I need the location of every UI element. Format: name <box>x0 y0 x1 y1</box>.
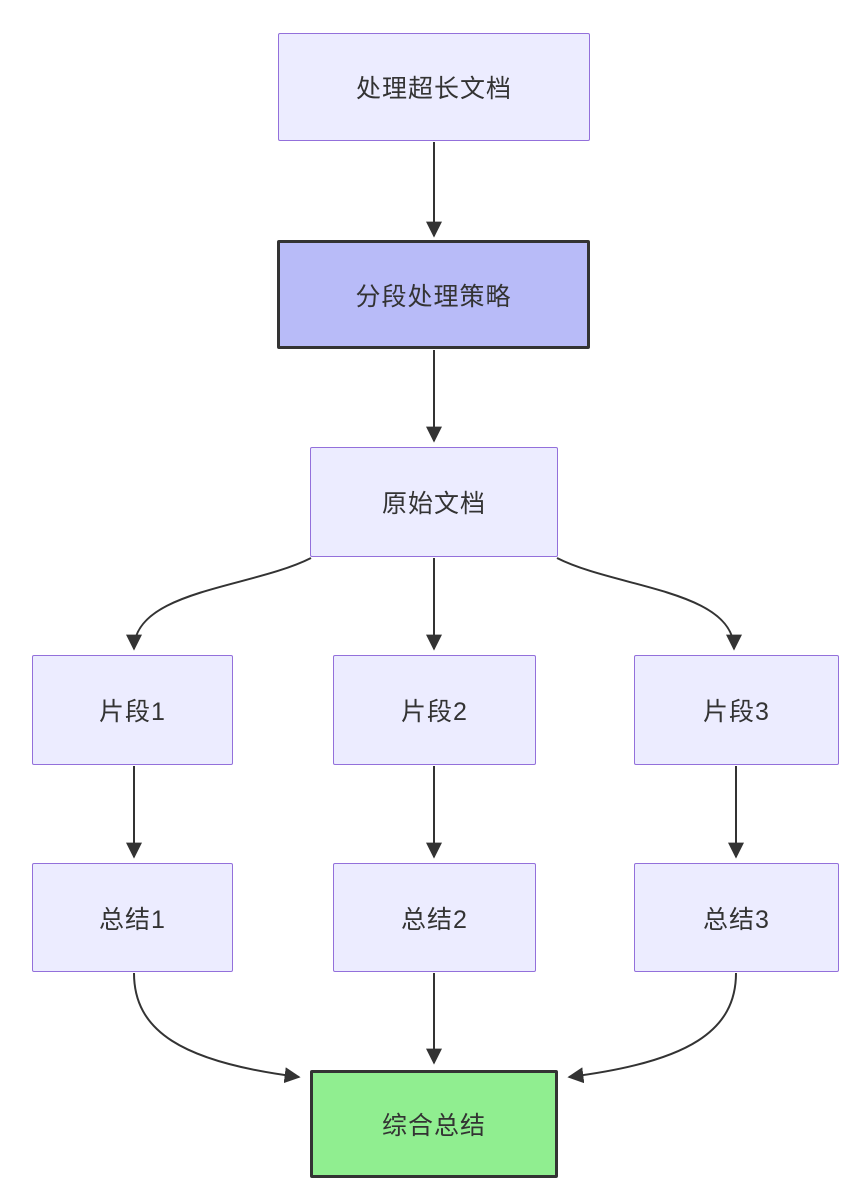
node-label: 片段1 <box>99 698 166 726</box>
node-summary-2: 总结2 <box>333 863 536 972</box>
node-fragment-3: 片段3 <box>634 655 839 765</box>
node-label: 综合总结 <box>381 1112 486 1140</box>
edge-c-d1 <box>126 557 312 651</box>
node-fragment-1: 片段1 <box>32 655 233 765</box>
node-label: 总结1 <box>99 905 166 934</box>
node-final-summary: 综合总结 <box>310 1070 558 1178</box>
node-label: 总结2 <box>401 905 468 934</box>
node-segmentation-strategy: 分段处理策略 <box>277 240 590 349</box>
node-fragment-2: 片段2 <box>333 655 536 765</box>
node-original-document: 原始文档 <box>310 447 558 557</box>
node-handle-long-document: 处理超长文档 <box>278 33 590 141</box>
node-label: 片段3 <box>703 698 770 726</box>
edge-e3-f <box>567 972 737 1084</box>
node-summary-1: 总结1 <box>32 863 233 972</box>
node-label: 片段2 <box>401 698 468 726</box>
edge-c-d3 <box>556 557 742 651</box>
node-summary-3: 总结3 <box>634 863 839 972</box>
node-label: 总结3 <box>703 905 770 934</box>
node-label: 分段处理策略 <box>355 282 512 311</box>
node-label: 原始文档 <box>381 490 486 518</box>
edge-e1-f <box>133 972 301 1084</box>
node-label: 处理超长文档 <box>355 75 512 103</box>
